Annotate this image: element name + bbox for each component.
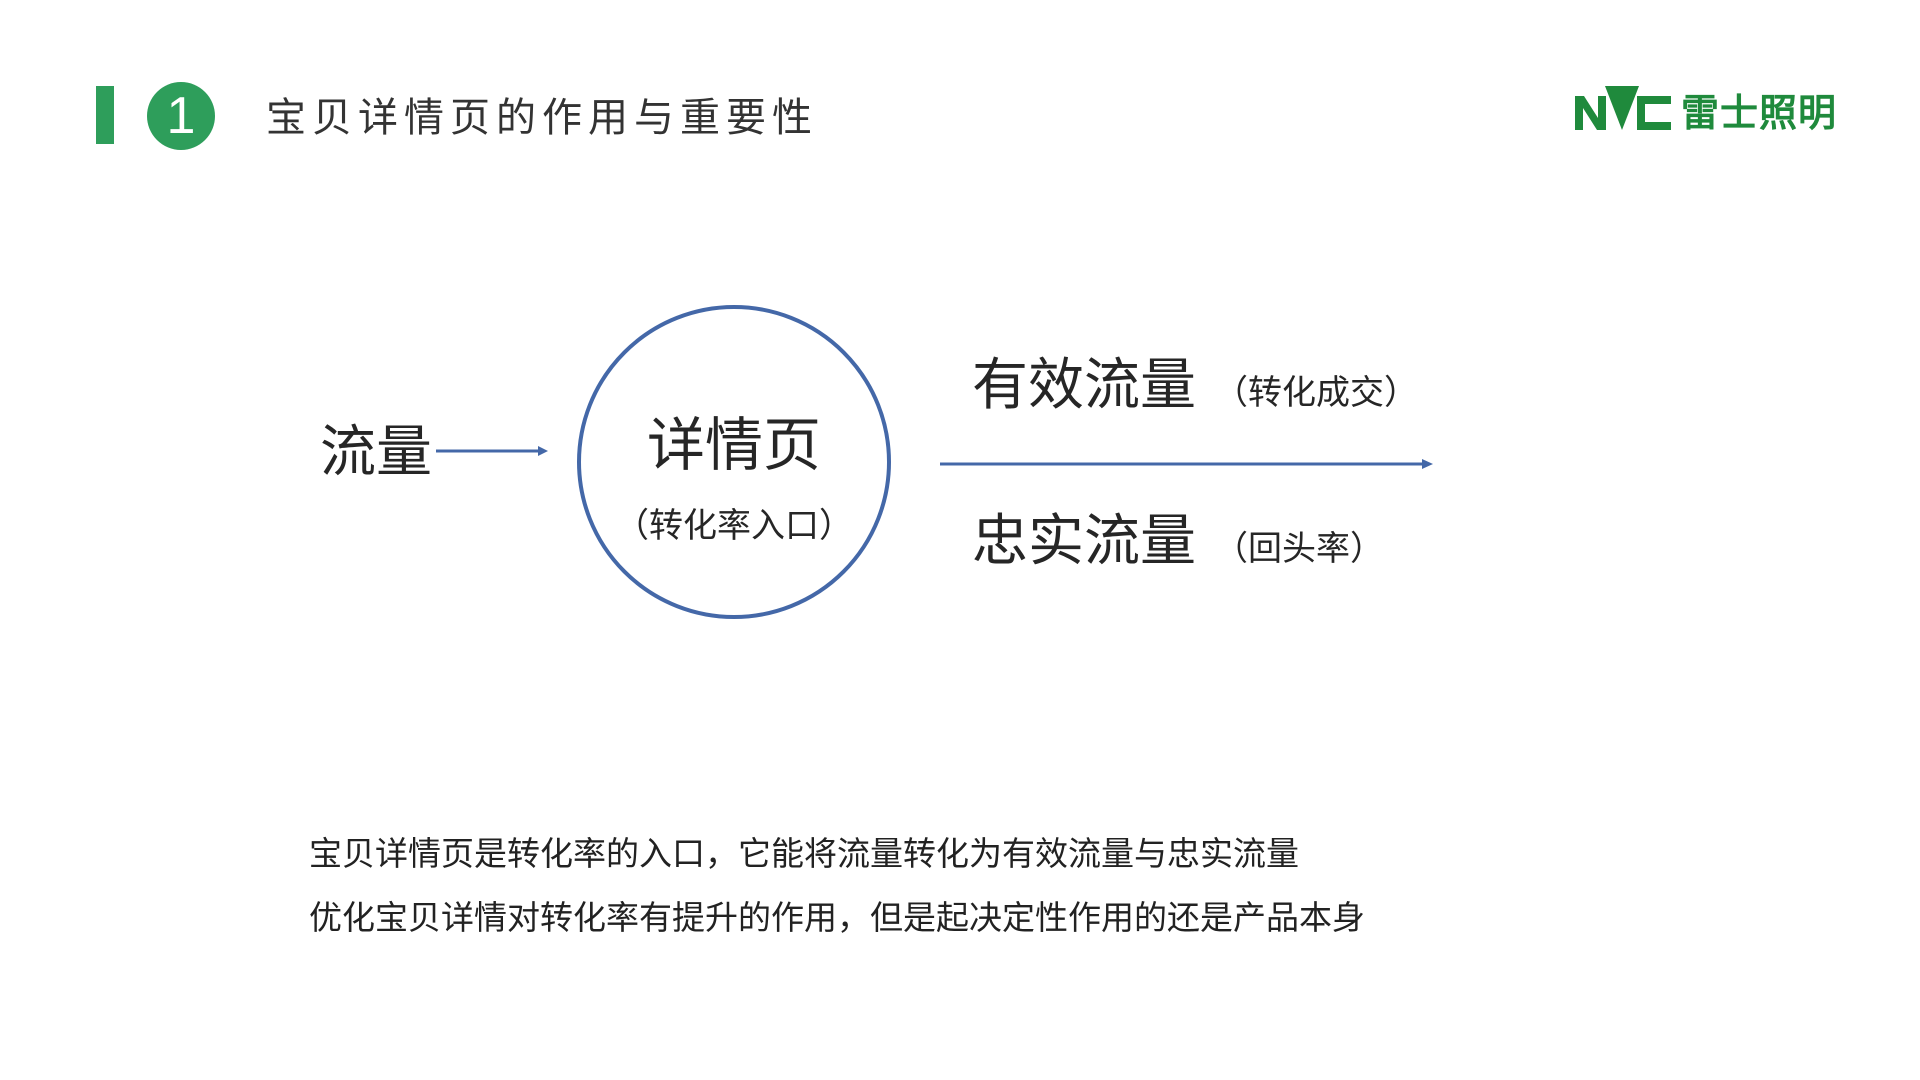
section-accent-bar [96,86,114,144]
output-label: 忠实流量 [972,509,1196,574]
page-title: 宝贝详情页的作用与重要性 [266,95,818,141]
logo-text: 雷士照明 [1681,90,1838,135]
detail-page-circle [577,305,891,619]
description-line: 优化宝贝详情对转化率有提升的作用，但是起决定性作用的还是产品本身 [309,898,1365,937]
description: 宝贝详情页是转化率的入口，它能将流量转化为有效流量与忠实流量 优化宝贝详情对转化… [309,822,1365,950]
output-note: （转化成交） [1214,373,1418,413]
center-subtitle: （转化率入口） [615,506,853,546]
arrow-right-icon [940,459,1433,469]
center-title: 详情页 [646,411,821,479]
output-note: （回头率） [1214,529,1384,569]
output-effective-traffic: 有效流量 （转化成交） [972,354,1418,418]
arrow-right-icon [436,446,548,456]
input-traffic-label: 流量 [320,420,432,485]
nvc-logo-icon [1575,86,1671,130]
output-loyal-traffic: 忠实流量 （回头率） [972,510,1384,574]
section-number-badge: 1 [147,82,215,150]
description-line: 宝贝详情页是转化率的入口，它能将流量转化为有效流量与忠实流量 [309,834,1299,873]
output-label: 有效流量 [972,353,1196,418]
brand-logo: 雷士照明 [1575,84,1838,135]
